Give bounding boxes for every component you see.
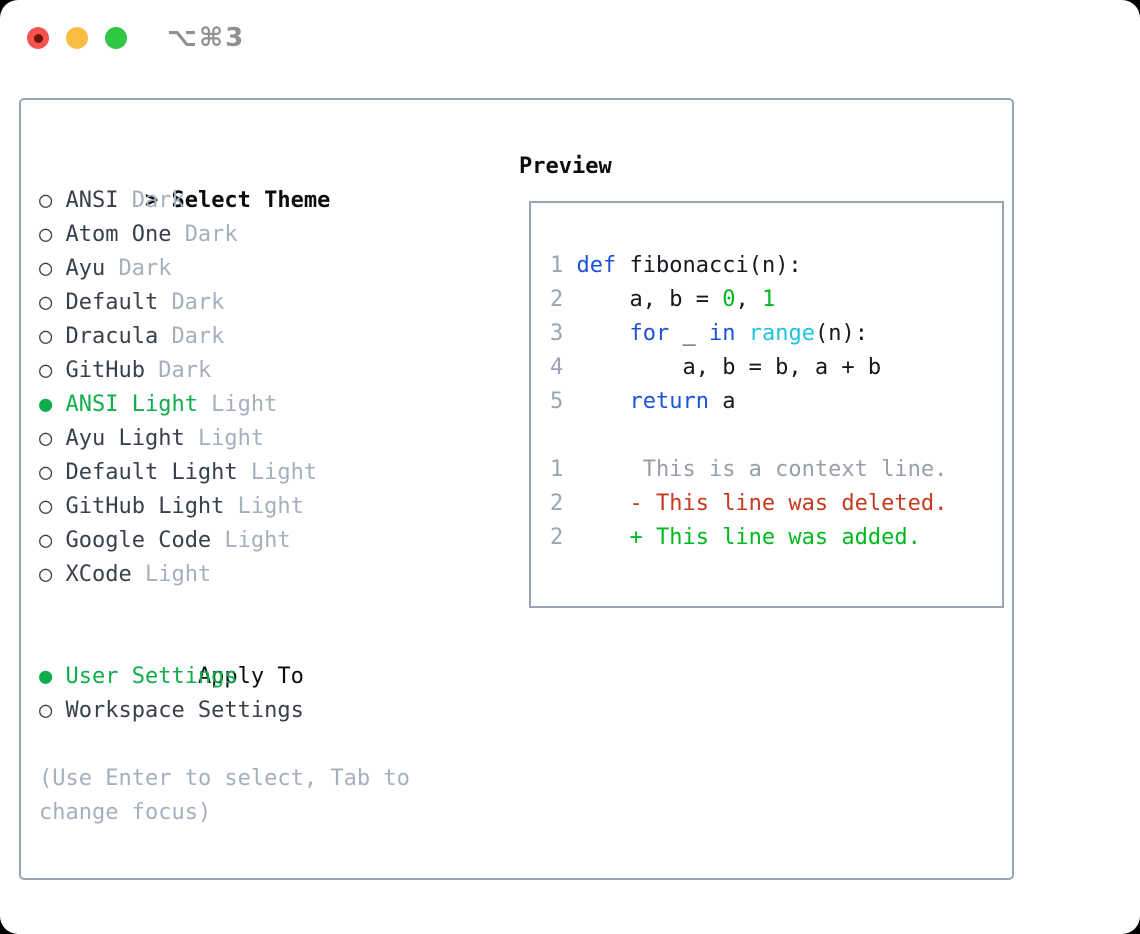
radio-icon: ○ <box>39 562 53 587</box>
theme-variant: Dark <box>171 324 225 349</box>
theme-option-default[interactable]: ○ Default Dark <box>39 286 493 320</box>
code-preview: 1 def fibonacci(n): 2 a, b = 0, 1 3 for _ … <box>529 201 1004 608</box>
radio-icon: ○ <box>39 188 53 213</box>
apply-to-options: ● User Settings ○ Workspace Settings <box>39 660 493 728</box>
minimize-button[interactable] <box>66 27 88 49</box>
theme-option-default-light[interactable]: ○ Default Light Light <box>39 456 493 490</box>
theme-variant: Light <box>237 494 304 519</box>
radio-icon: ○ <box>39 460 53 485</box>
select-theme-title: Select Theme <box>171 188 331 213</box>
code-line: 3 for _ in range(n): <box>550 321 868 346</box>
theme-variant: Dark <box>131 188 185 213</box>
theme-name: ANSI Light <box>65 392 198 417</box>
theme-option-google-code[interactable]: ○ Google Code Light <box>39 524 493 558</box>
theme-name: GitHub Light <box>65 494 225 519</box>
radio-icon: ○ <box>39 290 53 315</box>
theme-name: Ayu <box>65 256 106 281</box>
theme-option-github-light[interactable]: ○ GitHub Light Light <box>39 490 493 524</box>
theme-option-ayu-light[interactable]: ○ Ayu Light Light <box>39 422 493 456</box>
cursor-icon: > <box>144 188 159 213</box>
theme-option-xcode[interactable]: ○ XCode Light <box>39 558 493 592</box>
radio-icon: ○ <box>39 358 53 383</box>
theme-option-ansi[interactable]: ○ ANSI Dark <box>39 184 493 218</box>
code-line: 5 return a <box>550 389 736 414</box>
radio-icon: ○ <box>39 494 53 519</box>
radio-icon: ○ <box>39 528 53 553</box>
theme-name: Ayu Light <box>65 426 185 451</box>
theme-variant: Dark <box>118 256 172 281</box>
code-line: 4 a, b = b, a + b <box>550 355 882 380</box>
close-button[interactable] <box>27 27 49 49</box>
theme-option-ansi-light[interactable]: ● ANSI Light Light <box>39 388 493 422</box>
theme-name: XCode <box>65 562 132 587</box>
theme-option-dracula[interactable]: ○ Dracula Dark <box>39 320 493 354</box>
theme-name: GitHub <box>65 358 145 383</box>
window-shortcut-label: ⌥⌘3 <box>167 23 246 53</box>
apply-option-workspace-settings[interactable]: ○ Workspace Settings <box>39 694 493 728</box>
radio-icon: ○ <box>39 222 53 247</box>
code-line: 1 This is a context line. <box>550 457 948 482</box>
apply-option-label: Workspace Settings <box>65 698 304 723</box>
window-controls <box>27 27 127 49</box>
record-dot-icon <box>33 33 43 43</box>
preview-title: Preview <box>519 154 612 179</box>
theme-option-ayu[interactable]: ○ Ayu Dark <box>39 252 493 286</box>
theme-variant: Light <box>197 426 265 451</box>
preview-column: Preview 1 def fibonacci(n): 2 a, b = 0, 1… <box>519 150 1004 608</box>
apply-to-header: Apply To <box>39 626 493 689</box>
radio-icon: ○ <box>39 256 53 281</box>
theme-option-github[interactable]: ○ GitHub Dark <box>39 354 493 388</box>
keyboard-hint: (Use Enter to select, Tab to change focu… <box>39 766 410 825</box>
theme-name: Atom One <box>65 222 172 247</box>
theme-variant: Dark <box>171 290 225 315</box>
code-line: 1 def fibonacci(n): <box>550 253 802 278</box>
radio-icon: ○ <box>39 698 53 723</box>
apply-option-user-settings[interactable]: ● User Settings <box>39 660 493 694</box>
select-theme-header: > Select Theme <box>39 150 493 213</box>
theme-name: Default <box>65 290 159 315</box>
apply-to-title: Apply To <box>197 664 304 689</box>
apply-option-label: User Settings <box>65 664 238 689</box>
theme-variant: Light <box>250 460 318 485</box>
code-line: 2 - This line was deleted. <box>550 491 948 516</box>
code-line <box>550 419 1002 453</box>
theme-option-atom-one[interactable]: ○ Atom One Dark <box>39 218 493 252</box>
theme-variant: Dark <box>184 222 238 247</box>
theme-name: Default Light <box>65 460 238 485</box>
theme-name: Dracula <box>65 324 159 349</box>
theme-name: ANSI <box>65 188 119 213</box>
apply-to-group: Apply To ● User Settings ○ Workspace Settin… <box>39 626 493 728</box>
theme-name: Google Code <box>65 528 212 553</box>
theme-variant: Dark <box>158 358 212 383</box>
radio-icon: ○ <box>39 324 53 349</box>
zoom-button[interactable] <box>105 27 127 49</box>
code-line: 2 + This line was added. <box>550 525 921 550</box>
theme-variant: Light <box>144 562 212 587</box>
radio-icon: ○ <box>39 426 53 451</box>
radio-selected-icon: ● <box>39 392 53 417</box>
radio-selected-icon: ● <box>39 664 53 689</box>
theme-variant: Light <box>224 528 291 553</box>
code-line: 2 a, b = 0, 1 <box>550 287 776 312</box>
theme-variant: Light <box>211 392 278 417</box>
